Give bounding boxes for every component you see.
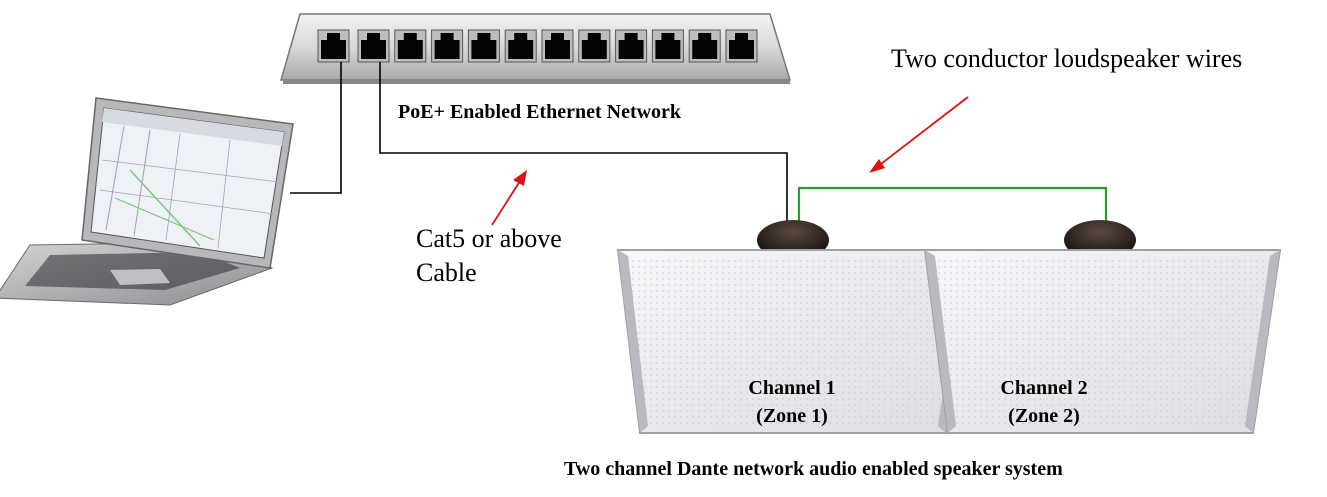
speaker-ethernet-cable xyxy=(379,62,788,232)
wire-arrow xyxy=(869,96,969,173)
speaker-wire xyxy=(797,186,1108,232)
switch-port-jack-6 xyxy=(508,33,534,59)
switch-port-jack-1 xyxy=(321,33,346,59)
speaker-2-channel: Channel 2 xyxy=(1000,377,1088,399)
switch-port-jack-10 xyxy=(655,33,681,59)
cable-arrow xyxy=(491,170,527,226)
cable-label-line1: Cat5 or above xyxy=(416,224,562,253)
laptop-screen xyxy=(99,108,284,249)
network-label: PoE+ Enabled Ethernet Network xyxy=(398,101,682,123)
ceiling-speaker-1 xyxy=(616,220,975,434)
switch-port-jack-12 xyxy=(729,33,754,59)
wires-label: Two conductor loudspeaker wires xyxy=(891,44,1243,73)
ethernet-switch xyxy=(280,13,792,84)
switch-port-jack-9 xyxy=(618,33,644,59)
switch-port-jack-8 xyxy=(581,33,607,59)
switch-port-jack-7 xyxy=(545,33,570,59)
diagram-caption: Two channel Dante network audio enabled … xyxy=(564,458,1063,480)
switch-port-jack-4 xyxy=(434,33,460,59)
cable-label: Cat5 or above Cable xyxy=(416,222,562,290)
speaker-1-channel: Channel 1 xyxy=(748,377,836,399)
switch-port-jack-5 xyxy=(471,33,497,59)
switch-port-jack-11 xyxy=(692,33,718,59)
speaker-2-label: Channel 2 (Zone 2) xyxy=(969,374,1119,430)
switch-port-jack-3 xyxy=(397,33,423,59)
switch-port-jack-2 xyxy=(361,33,386,59)
cable-label-line2: Cable xyxy=(416,258,477,287)
switch-ports xyxy=(317,29,758,63)
speaker-1-zone: (Zone 1) xyxy=(756,405,828,427)
speaker-1-label: Channel 1 (Zone 1) xyxy=(717,374,867,430)
ceiling-speaker-2 xyxy=(923,220,1282,434)
laptop-ethernet-cable xyxy=(290,62,342,194)
speaker-2-zone: (Zone 2) xyxy=(1008,405,1080,427)
laptop xyxy=(0,97,294,306)
